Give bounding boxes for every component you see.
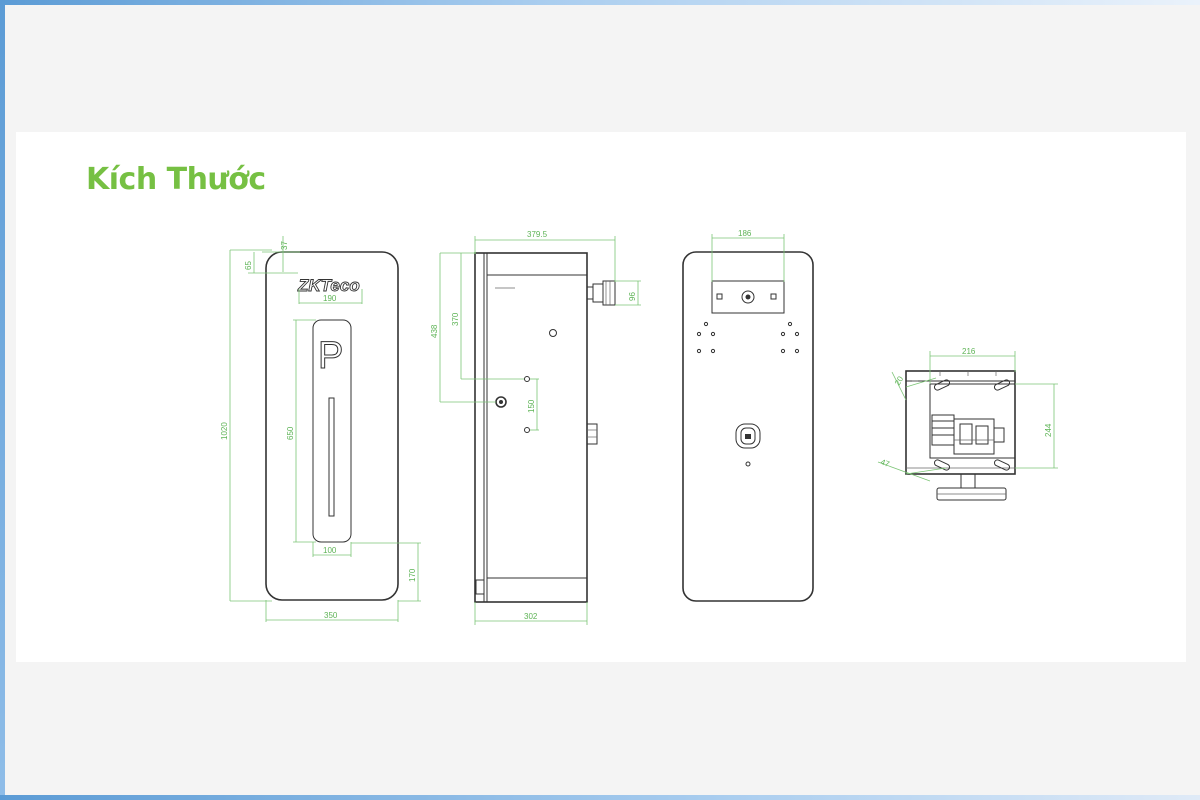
back-view: 186 — [682, 229, 814, 602]
base-post — [960, 473, 976, 489]
side-bottom-cap — [486, 577, 588, 603]
frame-left-border — [0, 0, 5, 800]
dim-depth: 302 — [524, 612, 538, 621]
top-inner-cavity — [929, 383, 1016, 459]
front-view: ZKTeco P 37 65 190 1020 650 100 170 — [220, 236, 421, 622]
dim-top-width: 216 — [962, 347, 976, 356]
back-body-outline — [682, 251, 814, 602]
dim-connector: 96 — [628, 292, 637, 301]
dim-bottom-gap: 170 — [408, 568, 417, 582]
side-body-outline — [474, 252, 588, 603]
side-gland — [586, 423, 598, 445]
parking-sign: P — [318, 335, 343, 377]
dim-total-width: 350 — [324, 611, 338, 620]
top-body-outline — [905, 370, 1016, 475]
dim-slot-width: 100 — [323, 546, 337, 555]
cable-connector — [586, 280, 616, 306]
frame-bottom-border — [0, 795, 1200, 800]
dim-slot-height: 650 — [286, 426, 295, 440]
dim-bracket-width: 186 — [738, 229, 752, 238]
frame-top-border — [0, 0, 1200, 5]
dim-logo-width: 190 — [323, 294, 337, 303]
front-body-outline — [265, 251, 399, 601]
content-card — [16, 132, 1186, 662]
dim-outer-span: 438 — [430, 324, 439, 338]
dim-logo-offset: 65 — [244, 261, 253, 270]
dim-angle-a: 20 — [893, 374, 906, 387]
barrier-slot — [328, 397, 335, 517]
dim-upper-span: 370 — [451, 312, 460, 326]
gear-mechanism — [931, 414, 1005, 455]
svg-text:ZKTeco: ZKTeco — [297, 276, 360, 295]
section-heading: Kích Thước — [86, 162, 266, 197]
dim-total-height: 1020 — [220, 422, 229, 440]
mounting-bracket — [711, 280, 785, 314]
zkteco-logo: ZKTeco — [297, 276, 361, 296]
dim-hole-spacing: 150 — [527, 399, 536, 413]
dim-top-gap: 37 — [280, 241, 289, 250]
back-lock-icon — [735, 423, 761, 449]
dim-depth-total: 379.5 — [527, 230, 548, 239]
dim-angle-b: 47 — [879, 457, 891, 469]
parking-panel — [312, 319, 352, 543]
top-view: 216 244 20 47 — [877, 347, 1058, 501]
side-top-cap — [486, 252, 588, 276]
side-foot — [475, 579, 485, 595]
side-view: 379.5 438 370 150 96 302 — [430, 230, 641, 625]
dim-top-depth: 244 — [1044, 423, 1053, 437]
